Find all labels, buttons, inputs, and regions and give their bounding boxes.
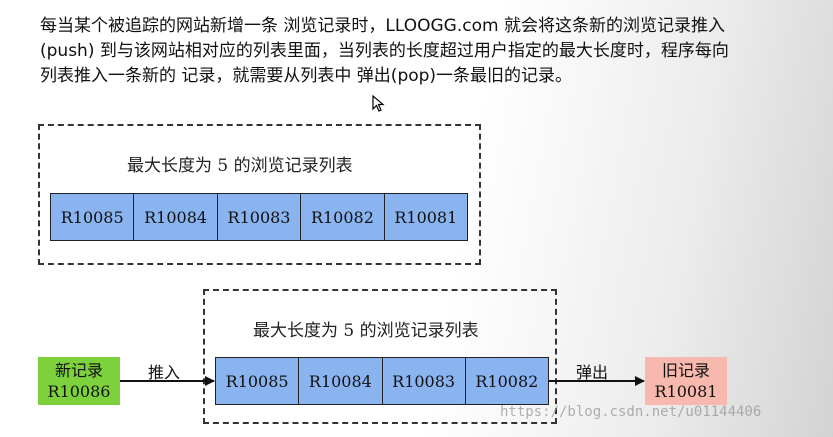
paragraph-line-2: (push) 到与该网站相对应的列表里面，当列表的长度超过用户指定的最大长度时，… xyxy=(40,41,729,61)
paragraph-line-3: 列表推入一条新的 记录，就需要从列表中 弹出(pop)一条最旧的记录。 xyxy=(40,66,573,86)
list-after-cell-1: R10085 xyxy=(216,358,300,404)
list-before-cell-2: R10084 xyxy=(134,194,218,240)
list-after-cell-3: R10083 xyxy=(383,358,466,404)
paragraph-line-1: 每当某个被追踪的网站新增一条 浏览记录时，LLOOGG.com 就会将这条新的浏… xyxy=(40,16,725,36)
mouse-cursor-icon xyxy=(372,95,385,112)
new-record-node: 新记录 R10086 xyxy=(38,357,120,405)
new-record-id: R10086 xyxy=(47,382,111,401)
list-before-cell-5: R10081 xyxy=(394,207,458,227)
intro-paragraph: 每当某个被追踪的网站新增一条 浏览记录时，LLOOGG.com 就会将这条新的浏… xyxy=(40,14,830,89)
list-after-cell-4: R10082 xyxy=(475,371,539,391)
list-after-title: 最大长度为 5 的浏览记录列表 xyxy=(253,321,479,341)
list-after-row: R10085 R10084 R10083 R10082 xyxy=(215,357,549,405)
old-record-node: 旧记录 R10081 xyxy=(645,357,727,405)
old-record-label: 旧记录 xyxy=(661,361,710,380)
list-after-container xyxy=(203,289,557,424)
list-before-cell-3: R10083 xyxy=(218,194,302,240)
list-before-cell-1: R10085 xyxy=(51,194,135,240)
watermark-url: https://blog.csdn.net/u01144406 xyxy=(500,404,762,420)
push-label: 推入 xyxy=(148,363,181,382)
list-before-cell-4: R10082 xyxy=(301,194,385,240)
list-before-container xyxy=(38,124,481,265)
old-record-id: R10081 xyxy=(654,382,718,401)
list-before-title: 最大长度为 5 的浏览记录列表 xyxy=(127,156,353,176)
list-after-cell-2: R10084 xyxy=(299,358,383,404)
pop-label: 弹出 xyxy=(576,363,609,382)
new-record-label: 新记录 xyxy=(54,361,103,380)
list-before-row: R10085 R10084 R10083 R10082 R10081 xyxy=(50,193,468,241)
